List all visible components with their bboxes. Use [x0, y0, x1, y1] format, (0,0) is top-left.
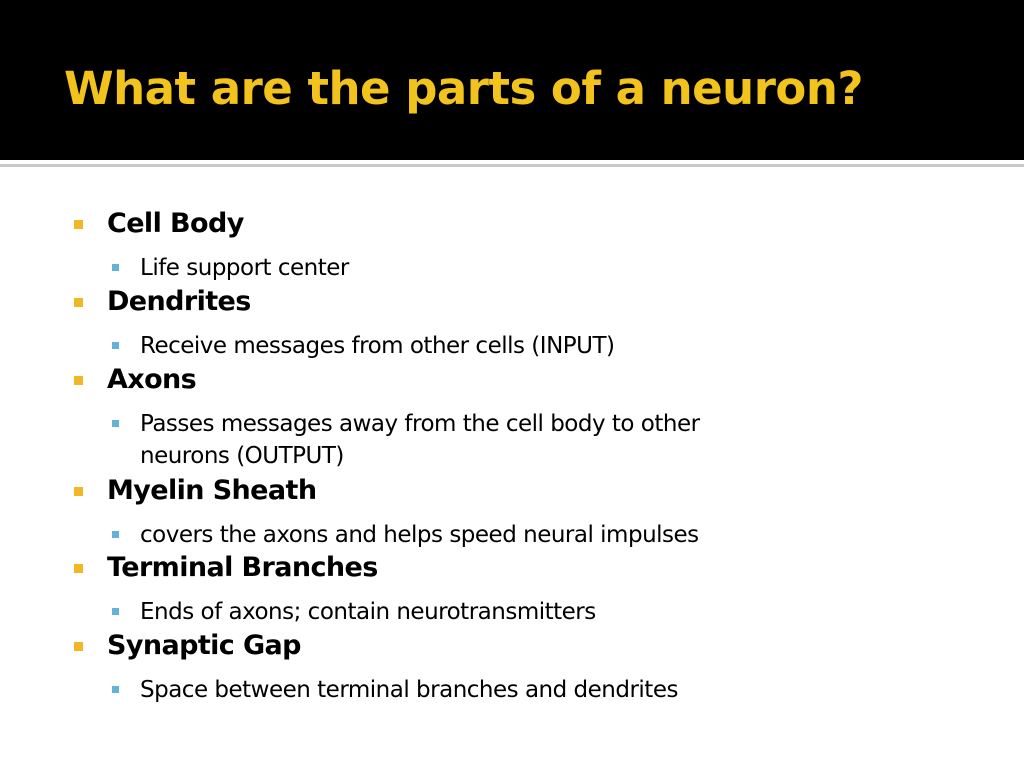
sub-bullet-square-icon: [112, 342, 119, 349]
sub-bullet-square-icon: [112, 686, 119, 693]
bullet-heading-dendrites: Dendrites: [107, 286, 251, 317]
bullet-square-icon: [74, 487, 83, 496]
bullet-heading-cell-body: Cell Body: [107, 208, 244, 239]
sub-bullet-text: Life support center: [140, 255, 349, 281]
sub-bullet-square-icon: [112, 531, 119, 538]
bullet-heading-terminal-branches: Terminal Branches: [107, 552, 378, 583]
bullet-square-icon: [74, 220, 83, 229]
sub-bullet-square-icon: [112, 608, 119, 615]
sub-bullet-square-icon: [112, 420, 119, 427]
sub-bullet-text: covers the axons and helps speed neural …: [140, 522, 699, 548]
bullet-square-icon: [74, 642, 83, 651]
bullet-square-icon: [74, 376, 83, 385]
sub-bullet-text-continuation: neurons (OUTPUT): [140, 443, 344, 469]
sub-bullet-text: Space between terminal branches and dend…: [140, 677, 678, 703]
sub-bullet-square-icon: [112, 264, 119, 271]
bullet-heading-axons: Axons: [107, 364, 197, 395]
title-bar: What are the parts of a neuron?: [0, 0, 1024, 160]
title-divider: [0, 164, 1024, 167]
sub-bullet-text: Receive messages from other cells (INPUT…: [140, 333, 615, 359]
bullet-heading-synaptic-gap: Synaptic Gap: [107, 630, 301, 661]
slide-title: What are the parts of a neuron?: [64, 62, 863, 115]
title-divider-light: [0, 160, 1024, 164]
bullet-square-icon: [74, 564, 83, 573]
sub-bullet-text: Passes messages away from the cell body …: [140, 411, 700, 437]
bullet-square-icon: [74, 298, 83, 307]
sub-bullet-text: Ends of axons; contain neurotransmitters: [140, 599, 596, 625]
bullet-heading-myelin-sheath: Myelin Sheath: [107, 475, 317, 506]
